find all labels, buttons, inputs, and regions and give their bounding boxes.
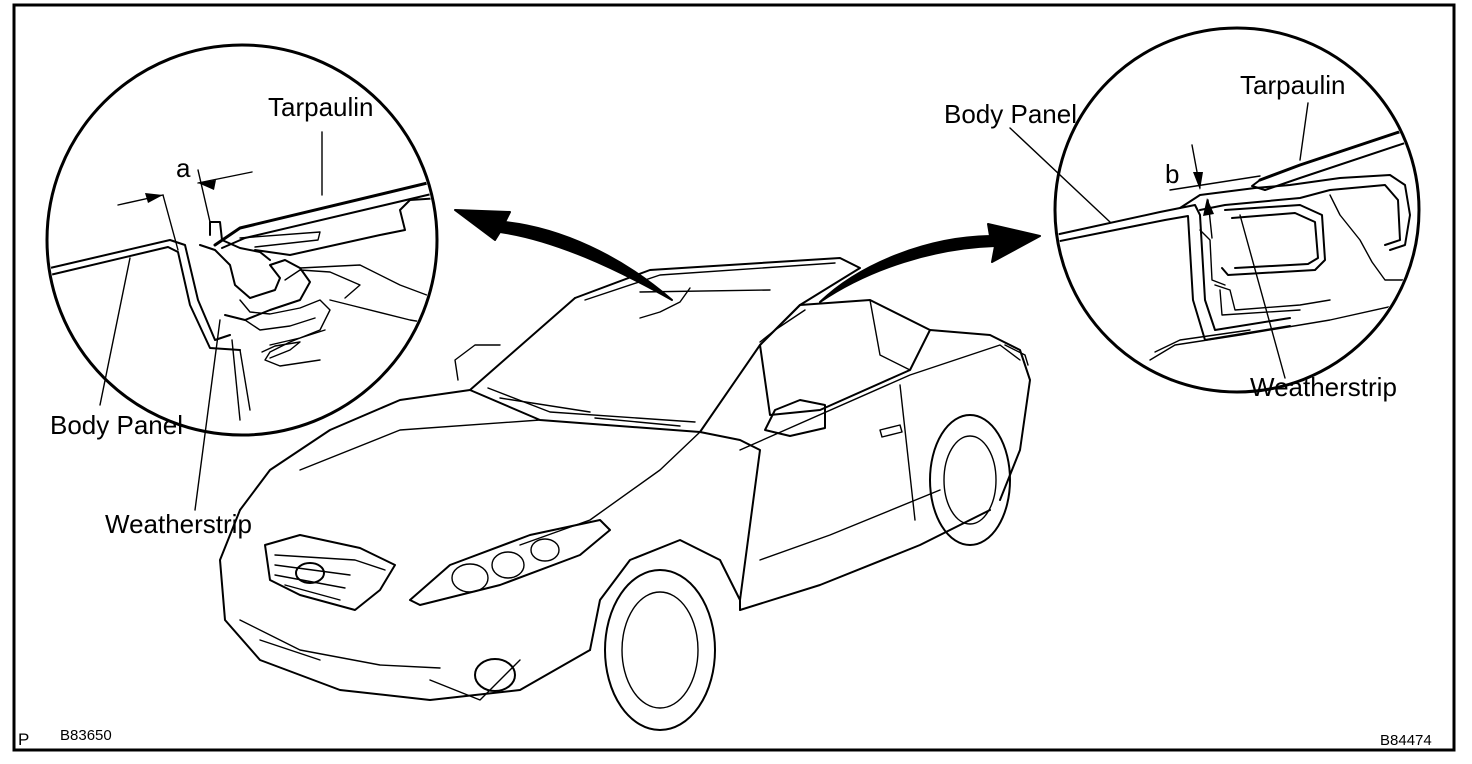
- callout-arrows: [454, 209, 1041, 303]
- arrow-to-left-detail: [454, 209, 673, 301]
- arrow-to-right-detail: [819, 223, 1041, 303]
- frame-border: [12, 3, 1456, 752]
- left-tarpaulin-label: Tarpaulin: [268, 92, 374, 122]
- right-gap-label: b: [1165, 159, 1179, 189]
- right-body-panel-label: Body Panel: [944, 99, 1077, 129]
- right-weatherstrip-label: Weatherstrip: [1250, 372, 1397, 402]
- right-tarpaulin-label: Tarpaulin: [1240, 70, 1346, 100]
- left-body-panel-label: Body Panel: [50, 410, 183, 440]
- left-weatherstrip-label: Weatherstrip: [105, 509, 252, 539]
- page-mark: P: [18, 730, 29, 749]
- right-detail-view: [1009, 26, 1421, 394]
- left-detail-view: [45, 43, 439, 511]
- car-illustration: [219, 257, 1031, 731]
- figure-code-right: B84474: [1380, 732, 1432, 749]
- figure-code-left: B83650: [60, 727, 112, 744]
- left-gap-label: a: [176, 153, 191, 183]
